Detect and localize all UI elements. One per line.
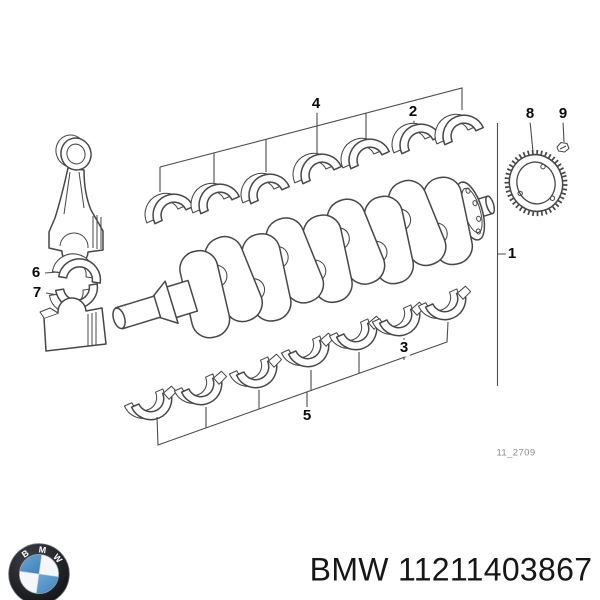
flange-bolt-holes — [465, 187, 482, 235]
main-bearing-shell — [137, 183, 195, 228]
rod-bearing-shell-upper — [51, 250, 105, 284]
callout-7[interactable]: 7 — [30, 283, 44, 302]
callout-2[interactable]: 2 — [406, 102, 420, 121]
callout-3[interactable]: 3 — [397, 338, 411, 357]
drawing-code: 11_2709 — [496, 447, 536, 459]
main-bearing-shell — [183, 173, 241, 218]
main-bearing-shell — [233, 163, 291, 208]
connecting-rod — [48, 134, 104, 266]
callout-1[interactable]: 1 — [505, 244, 519, 263]
increment-wheel — [504, 149, 568, 217]
main-bearing-shell — [333, 128, 391, 173]
brand-name: BMW — [309, 551, 389, 588]
callout-6[interactable]: 6 — [29, 263, 43, 282]
crankshaft — [112, 176, 496, 339]
main-bearing-shell — [173, 368, 235, 415]
roundel-quadrant-blue — [19, 554, 42, 574]
main-bearing-shell — [285, 143, 343, 188]
callout-5[interactable]: 5 — [300, 406, 314, 425]
bearing-cap — [39, 297, 107, 352]
logo-letter-b: B — [20, 548, 31, 560]
part-number: 11211403867 — [397, 551, 593, 588]
bmw-logo: B M W — [8, 543, 70, 600]
logo-letter-m: M — [38, 544, 47, 555]
roundel-quadrant-blue — [36, 574, 59, 594]
callout-lines — [44, 87, 565, 446]
callout-4[interactable]: 4 — [309, 94, 323, 113]
part-number-line: BMW 11211403867 — [310, 552, 593, 589]
callout-9[interactable]: 9 — [556, 104, 570, 123]
callout-8[interactable]: 8 — [523, 104, 537, 123]
bolt — [556, 141, 570, 153]
thrust-bearing-shell — [427, 104, 485, 149]
